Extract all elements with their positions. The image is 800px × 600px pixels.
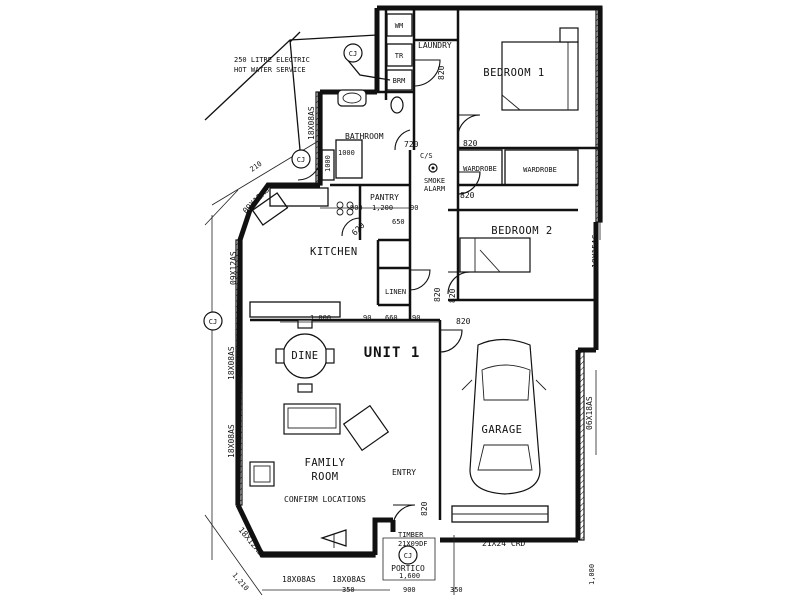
svg-text:18X08AS: 18X08AS: [307, 106, 316, 140]
room-label-family-1: FAMILY: [305, 457, 346, 469]
room-label-kitchen: KITCHEN: [310, 246, 358, 258]
bathroom-fixtures: [321, 89, 404, 181]
note-smoke-1: SMOKE: [424, 177, 445, 185]
note-hws-2: HOT WATER SERVICE: [234, 66, 306, 74]
label-wm: WM: [395, 22, 403, 30]
room-label-bedroom-2: BEDROOM 2: [491, 225, 552, 237]
label-wardrobe-b: WARDROBE: [523, 166, 557, 174]
svg-text:1000: 1000: [324, 155, 332, 172]
svg-text:90: 90: [412, 314, 420, 322]
room-label-bedroom-1: BEDROOM 1: [483, 67, 544, 79]
room-labels: UNIT 1 BEDROOM 1 BEDROOM 2 LAUNDRY BATHR…: [291, 22, 557, 573]
sofa: [283, 403, 341, 435]
svg-text:09X12AS: 09X12AS: [229, 251, 238, 285]
svg-text:CJ: CJ: [209, 318, 217, 326]
room-label-family-2: ROOM: [311, 471, 338, 483]
car: [461, 338, 547, 495]
svg-text:820: 820: [433, 287, 442, 302]
svg-text:900: 900: [403, 586, 416, 594]
svg-text:900: 900: [350, 204, 363, 212]
heater-symbol: [320, 529, 347, 548]
svg-text:CJ: CJ: [297, 156, 305, 164]
room-label-garage: GARAGE: [482, 424, 523, 436]
svg-text:350: 350: [450, 586, 463, 594]
label-tr: TR: [395, 52, 404, 60]
tv-unit: [249, 461, 275, 487]
svg-text:1,600: 1,600: [399, 572, 420, 580]
note-timber-2: 21X09DF: [398, 540, 428, 548]
svg-text:CJ: CJ: [404, 552, 412, 560]
svg-text:1000: 1000: [338, 149, 355, 157]
svg-text:820: 820: [420, 501, 429, 516]
svg-text:90: 90: [363, 314, 371, 322]
svg-text:18X08AS: 18X08AS: [227, 346, 236, 380]
service-lines: [204, 31, 391, 151]
room-label-dine: DINE: [291, 350, 318, 362]
svg-text:820: 820: [437, 65, 446, 80]
svg-text:1,200: 1,200: [372, 204, 393, 212]
bed-1: [501, 27, 579, 111]
dimension-lines: [204, 139, 601, 596]
cj-marker-2: CJ: [291, 149, 311, 169]
svg-text:1,000: 1,000: [310, 314, 331, 322]
doors: [297, 59, 481, 528]
svg-text:18X15AS: 18X15AS: [591, 234, 600, 268]
interior-walls: [250, 8, 600, 520]
svg-text:90: 90: [410, 204, 418, 212]
label-brm: BRM: [393, 77, 406, 85]
svg-text:820: 820: [463, 139, 478, 148]
wardrobes: [457, 149, 579, 186]
room-label-portico: PORTICO: [391, 564, 425, 573]
svg-text:18X08AS: 18X08AS: [332, 575, 366, 584]
unit-title: UNIT 1: [364, 345, 421, 361]
svg-text:210: 210: [249, 160, 264, 174]
dimension-labels: 1000 1000 900 1,200 90 650 1,000 90 660 …: [230, 149, 596, 594]
note-timber-1: TIMBER: [398, 531, 424, 539]
smoke-alarm-symbol: [428, 163, 438, 173]
note-cs: C/S: [420, 152, 433, 160]
note-confirm-locations: CONFIRM LOCATIONS: [284, 495, 366, 504]
armchair: [342, 404, 390, 452]
room-label-bathroom: BATHROOM: [345, 132, 384, 141]
room-label-pantry: PANTRY: [370, 193, 399, 202]
note-crd: 21X24 CRD: [482, 539, 526, 548]
svg-text:650: 650: [392, 218, 405, 226]
svg-text:620: 620: [350, 221, 367, 238]
room-label-laundry: LAUNDRY: [418, 41, 452, 50]
room-label-linen: LINEN: [385, 288, 406, 296]
control-joints: CJ CJ CJ CJ: [203, 43, 418, 565]
garage-door: [451, 505, 549, 523]
svg-text:CJ: CJ: [349, 50, 357, 58]
svg-text:720: 720: [404, 140, 419, 149]
svg-text:18X08AS: 18X08AS: [282, 575, 316, 584]
plan-notes: 250 LITRE ELECTRIC HOT WATER SERVICE C/S…: [234, 56, 526, 548]
cj-marker-4: CJ: [398, 545, 418, 565]
bed-2: [459, 237, 531, 273]
svg-text:18X08AS: 18X08AS: [227, 424, 236, 458]
svg-text:820: 820: [456, 317, 471, 326]
note-smoke-2: ALARM: [424, 185, 445, 193]
dining-table: [275, 319, 335, 393]
hatched-walls: [235, 7, 603, 558]
note-hws-1: 250 LITRE ELECTRIC: [234, 56, 310, 64]
cj-marker-1: CJ: [343, 43, 363, 63]
svg-text:820: 820: [448, 288, 457, 303]
room-label-entry: ENTRY: [392, 468, 416, 477]
svg-text:06X18AS: 06X18AS: [585, 396, 594, 430]
label-wardrobe-a: WARDROBE: [463, 165, 497, 173]
svg-text:1,080: 1,080: [588, 564, 596, 585]
svg-text:660: 660: [385, 314, 398, 322]
cj-marker-3: CJ: [203, 311, 223, 331]
svg-text:350: 350: [342, 586, 355, 594]
svg-text:820: 820: [460, 191, 475, 200]
